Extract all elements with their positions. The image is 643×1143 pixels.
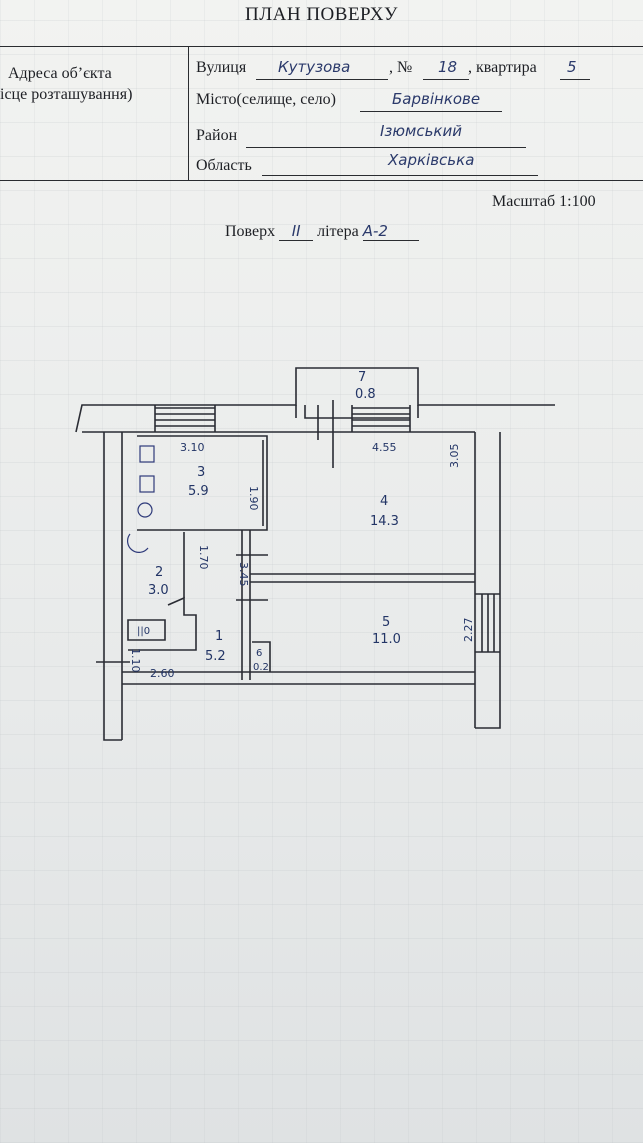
- address-label-line1: Адреса об’єкта: [8, 65, 112, 82]
- street-value: Кутузова: [278, 58, 351, 76]
- floor-label: Поверх: [225, 223, 276, 240]
- room3-number: 3: [197, 465, 205, 480]
- room6-number: 6: [256, 648, 262, 659]
- room3-walls: [137, 435, 268, 531]
- stove-icon: [139, 445, 155, 463]
- room5-area: 11.0: [372, 632, 401, 647]
- district-underline: [246, 147, 526, 148]
- room2-area: 3.0: [148, 583, 169, 598]
- left-wall-outer: [103, 432, 122, 741]
- apartment-value: 5: [567, 58, 577, 76]
- sink-icon: [139, 475, 155, 493]
- corridor-partition: [241, 530, 251, 680]
- bathtub: [127, 619, 166, 641]
- dim-3-45: 3.45: [237, 562, 250, 587]
- city-label: Місто(селище, село): [196, 91, 336, 108]
- letter-label: літера: [317, 223, 359, 240]
- number-underline: [423, 79, 469, 80]
- boiler-icon: [137, 502, 153, 518]
- district-value: Ізюмський: [380, 122, 462, 140]
- city-value: Барвінкове: [392, 90, 481, 108]
- room7-number: 7: [358, 370, 366, 385]
- dim-3-05: 3.05: [448, 444, 461, 469]
- region-underline: [262, 175, 538, 176]
- room1-number: 1: [215, 629, 223, 644]
- dim-2-27: 2.27: [462, 618, 475, 643]
- window-right: [352, 407, 410, 427]
- street-row: Вулиця: [196, 59, 246, 77]
- address-label-line2: ісце розташування): [0, 86, 133, 103]
- apartment-underline: [560, 79, 590, 80]
- address-label-cell: Адреса об’єкта ісце розташування): [0, 47, 189, 180]
- room3-area: 5.9: [188, 484, 209, 499]
- room6-walls: [252, 641, 271, 672]
- city-underline: [360, 111, 502, 112]
- page-title: ПЛАН ПОВЕРХУ: [245, 4, 398, 25]
- top-wall-outline: [75, 367, 555, 433]
- dim-1-70: 1.70: [197, 545, 210, 570]
- room1-area: 5.2: [205, 649, 226, 664]
- address-table: Адреса об’єкта ісце розташування) Вулиця…: [0, 46, 643, 181]
- number-label: , №: [389, 59, 413, 76]
- room5-number: 5: [382, 615, 390, 630]
- bottom-wall: [122, 671, 475, 685]
- floor-value: II: [279, 222, 314, 241]
- room7-area: 0.8: [355, 387, 376, 402]
- room4-area: 14.3: [370, 514, 399, 529]
- region-label: Область: [196, 157, 252, 174]
- letter-value: А-2: [362, 222, 419, 241]
- room4-number: 4: [380, 494, 388, 509]
- street-label: Вулиця: [196, 59, 247, 76]
- room6-area: 0.2: [253, 662, 269, 673]
- partition-room4-room5: [250, 573, 475, 583]
- street-underline: [256, 79, 388, 80]
- floor-line: Поверх II літера А-2: [225, 222, 419, 241]
- dim-1-90: 1.90: [247, 486, 260, 511]
- toilet-icon: [127, 533, 149, 553]
- fixture-label: ||0: [137, 626, 150, 637]
- dim-4-55: 4.55: [372, 441, 397, 454]
- apartment-label: , квартира: [468, 59, 537, 76]
- dim-3-10: 3.10: [180, 441, 205, 454]
- stair-outline: [128, 596, 197, 651]
- region-value: Харківська: [388, 151, 475, 169]
- dim-1-10: 1.10: [129, 648, 142, 673]
- district-label: Район: [196, 127, 238, 144]
- window-left: [155, 407, 215, 427]
- dim-2-60: 2.60: [150, 667, 175, 680]
- window-side: [481, 594, 495, 652]
- scale-text: Масштаб 1:100: [492, 193, 596, 210]
- room2-number: 2: [155, 565, 163, 580]
- right-wall-outer: [475, 432, 501, 729]
- number-value: 18: [438, 58, 458, 76]
